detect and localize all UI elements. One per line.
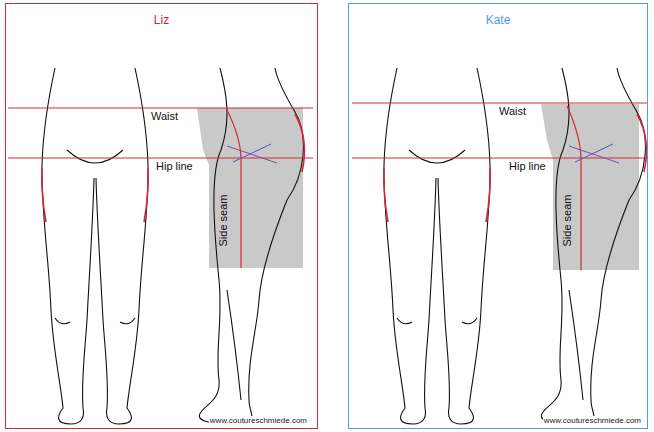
line-label: Waist [498, 105, 527, 118]
panel-title: Liz [6, 13, 317, 27]
figure-panel: Kate [348, 3, 648, 429]
front-figure [42, 68, 149, 424]
front-figure [384, 68, 491, 424]
hip-line [8, 158, 313, 159]
line-label: Hip line [508, 160, 547, 173]
grain-line [575, 144, 613, 162]
line-label: Hip line [155, 160, 194, 173]
grain-line [569, 146, 619, 163]
grain-line [227, 146, 277, 163]
liz-illustration [8, 68, 313, 424]
seam-label: Side seam [561, 193, 574, 247]
grain-line [233, 144, 271, 162]
seam-label: Side seam [217, 193, 230, 247]
grey-zone [197, 108, 303, 268]
figure-panel: Liz [5, 3, 318, 429]
waist-line [352, 103, 647, 104]
waist-line [8, 108, 313, 109]
watermark: www.coutureschmiede.com [543, 416, 642, 426]
line-label: Waist [150, 110, 179, 123]
watermark: www.coutureschmiede.com [209, 416, 308, 426]
panel-title: Kate [349, 13, 647, 27]
side-figure [541, 68, 646, 424]
kate-illustration [352, 68, 647, 424]
side-figure [199, 68, 304, 424]
